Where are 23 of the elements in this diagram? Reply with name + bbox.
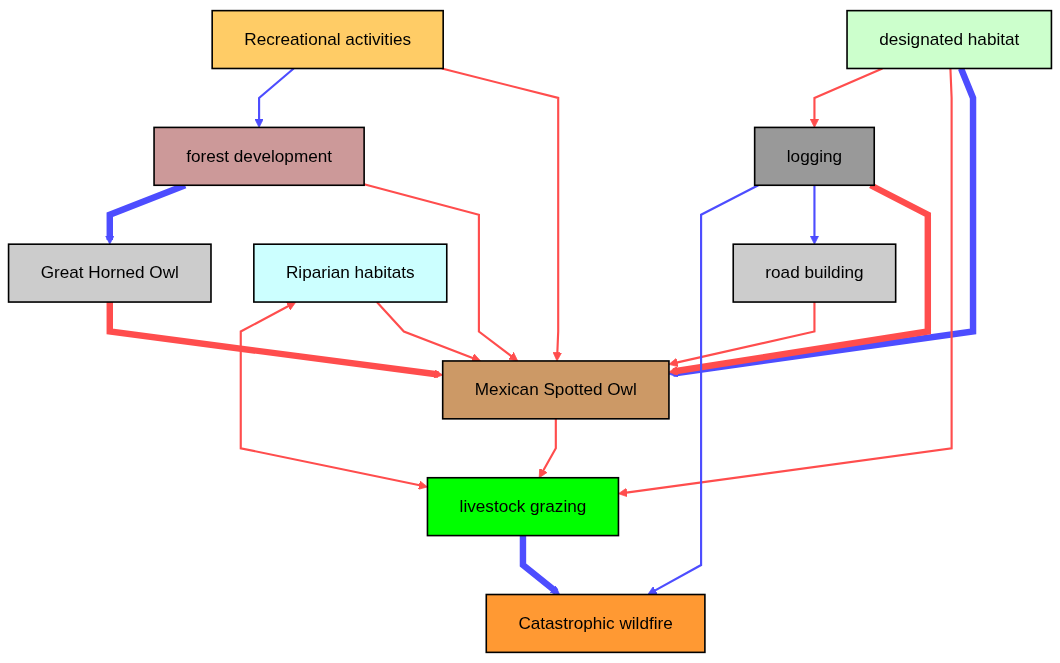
node-box: Mexican Spotted Owl (441, 360, 670, 420)
node-box: designated habitat (846, 9, 1053, 70)
arrow (538, 418, 557, 479)
arrow (519, 535, 561, 595)
arrow (254, 67, 295, 128)
node-box: Recreational activities (211, 9, 444, 70)
arrow (441, 67, 563, 362)
arrow (668, 67, 977, 378)
arrow (668, 182, 932, 376)
arrow (618, 68, 953, 498)
arrow (809, 185, 820, 245)
arrow (363, 183, 519, 362)
node-box: Riparian habitats (253, 243, 448, 303)
node-box: Catastrophic wildfire (485, 593, 706, 654)
arrow (239, 301, 428, 490)
arrow (647, 184, 759, 595)
node-box: forest development (153, 126, 365, 187)
node-box: logging (753, 126, 876, 187)
node-box: livestock grazing (426, 476, 620, 537)
arrow (809, 67, 883, 128)
node-box: road building (732, 243, 897, 303)
arrow (668, 302, 816, 368)
node-box: Great Horned Owl (7, 243, 212, 303)
